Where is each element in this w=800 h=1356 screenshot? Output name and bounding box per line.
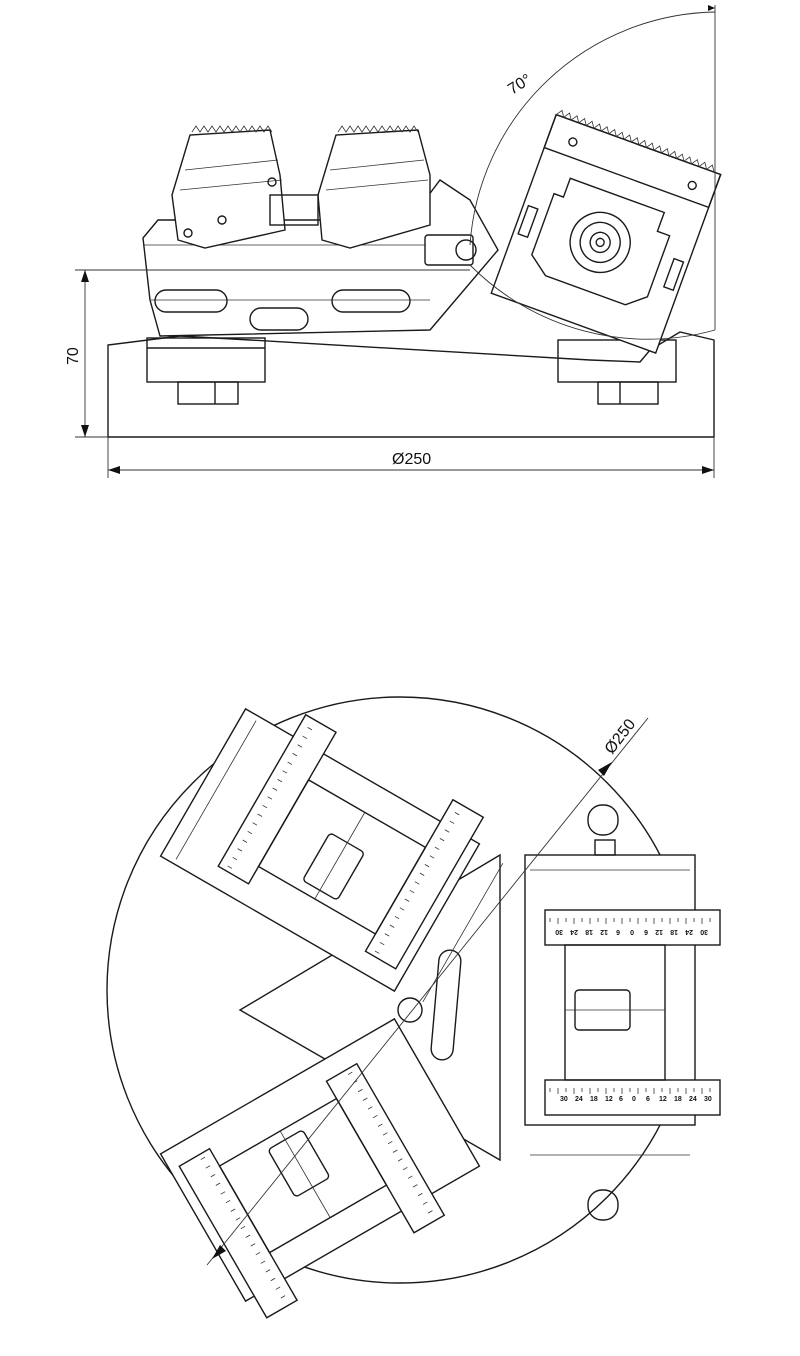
svg-text:12: 12 xyxy=(659,1096,667,1103)
angle-label: 70° xyxy=(505,71,535,98)
svg-text:24: 24 xyxy=(570,928,578,935)
svg-text:12: 12 xyxy=(600,928,608,935)
svg-text:6: 6 xyxy=(616,928,620,935)
svg-text:24: 24 xyxy=(689,1096,697,1103)
top-view: 30 24 18 12 6 0 6 12 18 24 30 30 24 18 1… xyxy=(106,696,721,1319)
svg-text:18: 18 xyxy=(674,1096,682,1103)
svg-text:6: 6 xyxy=(646,1096,650,1103)
svg-text:6: 6 xyxy=(619,1096,623,1103)
side-view: 70° 70 Ø250 xyxy=(65,5,722,478)
svg-text:18: 18 xyxy=(585,928,593,935)
diameter-label-side: Ø250 xyxy=(392,451,431,468)
svg-text:0: 0 xyxy=(630,928,634,935)
svg-text:30: 30 xyxy=(704,1096,712,1103)
svg-text:12: 12 xyxy=(655,928,663,935)
svg-text:12: 12 xyxy=(605,1096,613,1103)
diameter-label-top: Ø250 xyxy=(602,716,640,757)
svg-text:24: 24 xyxy=(575,1096,583,1103)
svg-text:18: 18 xyxy=(590,1096,598,1103)
svg-text:30: 30 xyxy=(700,928,708,935)
scale-lower: 30 24 18 12 6 0 6 12 18 24 30 xyxy=(549,1088,712,1103)
svg-text:30: 30 xyxy=(560,1096,568,1103)
svg-text:6: 6 xyxy=(644,928,648,935)
svg-text:18: 18 xyxy=(670,928,678,935)
scale-upper: 30 24 18 12 6 0 6 12 18 24 30 xyxy=(549,918,711,935)
height-label: 70 xyxy=(65,347,82,365)
svg-text:0: 0 xyxy=(632,1096,636,1103)
svg-text:30: 30 xyxy=(555,928,563,935)
svg-text:24: 24 xyxy=(685,928,693,935)
